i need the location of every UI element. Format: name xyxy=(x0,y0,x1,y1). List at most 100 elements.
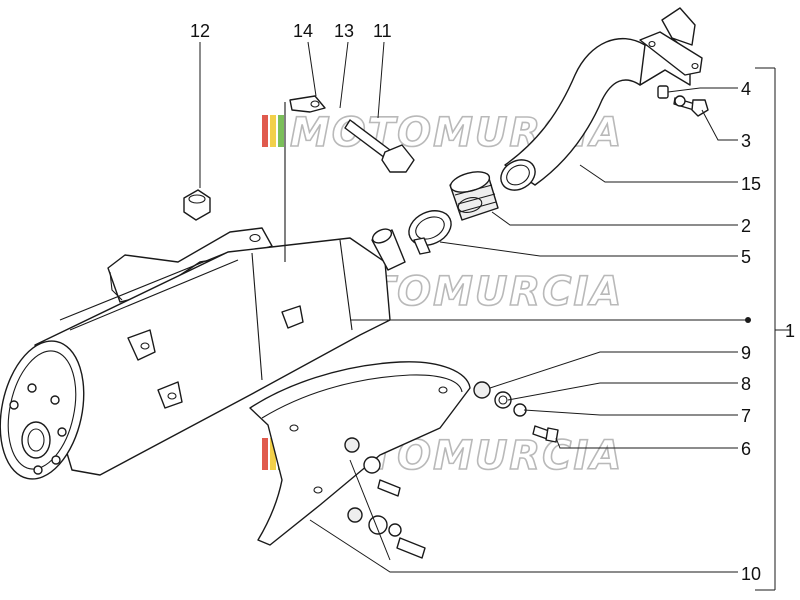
leader-5 xyxy=(439,241,738,257)
bolt-11 xyxy=(344,119,415,173)
spacer-9 xyxy=(473,381,491,399)
leader-2 xyxy=(491,211,738,226)
leader-10 xyxy=(309,519,738,573)
callout-labels: 12 14 13 11 4 3 15 2 5 1 9 8 7 6 10 xyxy=(190,21,795,584)
callout-12: 12 xyxy=(190,21,210,41)
washer xyxy=(368,515,388,535)
gasket-bore xyxy=(457,197,483,213)
callout-11: 11 xyxy=(373,21,392,41)
callout-5: 5 xyxy=(741,247,751,267)
bracket-14-hole xyxy=(310,100,320,108)
callout-10: 10 xyxy=(741,564,761,584)
bracket-14-plate xyxy=(289,95,326,113)
bolt-3 xyxy=(673,95,709,117)
end-cap-bolt xyxy=(57,427,67,437)
callout-14: 14 xyxy=(293,21,313,41)
nut-4 xyxy=(657,85,669,99)
muffler-body xyxy=(34,237,391,476)
heat-shield-edge xyxy=(261,374,463,419)
leader-10-branch xyxy=(349,459,391,561)
spacer xyxy=(347,507,363,523)
end-cap-bolt xyxy=(50,395,60,405)
leader-6 xyxy=(555,437,738,449)
leader-8 xyxy=(507,382,738,401)
leader-15 xyxy=(579,164,738,183)
watermark-stripe-green xyxy=(278,115,284,147)
nut-12-top xyxy=(188,194,206,204)
flange-hole xyxy=(691,62,699,70)
tailpipe xyxy=(21,421,51,459)
manifold-header-stub xyxy=(661,7,696,46)
leader-1-bracket xyxy=(755,67,790,591)
watermark-stripe-yellow xyxy=(270,115,276,147)
callout-1: 1 xyxy=(785,321,795,341)
callout-9: 9 xyxy=(741,343,751,363)
callout-15: 15 xyxy=(741,174,761,194)
nut-4-body xyxy=(657,85,669,99)
heat-shield-hole xyxy=(289,424,299,432)
heat-shield xyxy=(249,361,471,546)
watermark-stripe-red xyxy=(262,115,268,147)
end-cap-bolt xyxy=(51,455,61,465)
clamp-bolt-lug xyxy=(413,237,431,255)
muffler xyxy=(0,227,406,480)
mounting-tab xyxy=(157,381,183,409)
heat-shield-hole xyxy=(438,386,448,394)
hardware-stack-right xyxy=(473,381,559,443)
end-cap-bolt xyxy=(33,465,43,475)
leader-lines xyxy=(199,41,790,591)
exhaust-clamp xyxy=(408,210,452,255)
leader-3 xyxy=(701,109,738,141)
end-cap-bolt xyxy=(27,383,37,393)
manifold-flange xyxy=(639,31,703,76)
bolt-6-head xyxy=(545,427,559,443)
leader-1-dot xyxy=(745,317,751,323)
callout-2: 2 xyxy=(741,216,751,236)
callout-13: 13 xyxy=(334,21,354,41)
callout-8: 8 xyxy=(741,374,751,394)
muffler-seam xyxy=(69,259,239,331)
leader-9 xyxy=(489,351,738,389)
flange-hole xyxy=(648,40,656,48)
bolt-3-head xyxy=(691,99,709,117)
washer xyxy=(363,456,381,474)
leader-11 xyxy=(377,41,385,119)
washer xyxy=(674,95,686,107)
bracket-14 xyxy=(284,95,326,262)
leader-4 xyxy=(667,87,738,93)
callout-6: 6 xyxy=(741,439,751,459)
bolt-shank xyxy=(396,537,426,559)
leader-7 xyxy=(523,409,738,416)
exhaust-manifold-pipe xyxy=(500,7,703,191)
nut-12 xyxy=(183,189,211,221)
washer-8 xyxy=(494,391,512,409)
washer-8-hole xyxy=(498,395,508,405)
bracket-hole xyxy=(249,233,261,243)
manifold-outlet-bore xyxy=(506,164,530,186)
callout-3: 3 xyxy=(741,131,751,151)
exhaust-gasket xyxy=(449,171,499,221)
bolt-11-head xyxy=(381,144,415,173)
washer xyxy=(388,523,402,537)
bolt-shank xyxy=(377,479,401,497)
spacer xyxy=(344,437,360,453)
heat-shield-hole xyxy=(313,486,323,494)
tailpipe-bore xyxy=(27,428,45,452)
clamp-ring xyxy=(408,210,452,246)
gasket-mesh xyxy=(454,184,497,213)
muffler-band-line xyxy=(251,252,263,381)
leader-14 xyxy=(307,41,317,97)
mounting-tab-hole xyxy=(167,392,177,400)
callout-4: 4 xyxy=(741,79,751,99)
watermark-stripe-red xyxy=(262,438,268,470)
heat-shield-plate xyxy=(249,361,471,546)
leader-13 xyxy=(339,41,349,109)
hardware-stack-lower xyxy=(344,437,426,559)
clamp-ring-inner xyxy=(415,216,445,240)
callout-7: 7 xyxy=(741,406,751,426)
muffler-seam xyxy=(59,251,229,321)
muffler-cone-line xyxy=(339,239,353,331)
mounting-tab-hole xyxy=(140,342,150,350)
muffler-inlet-opening xyxy=(371,228,393,244)
